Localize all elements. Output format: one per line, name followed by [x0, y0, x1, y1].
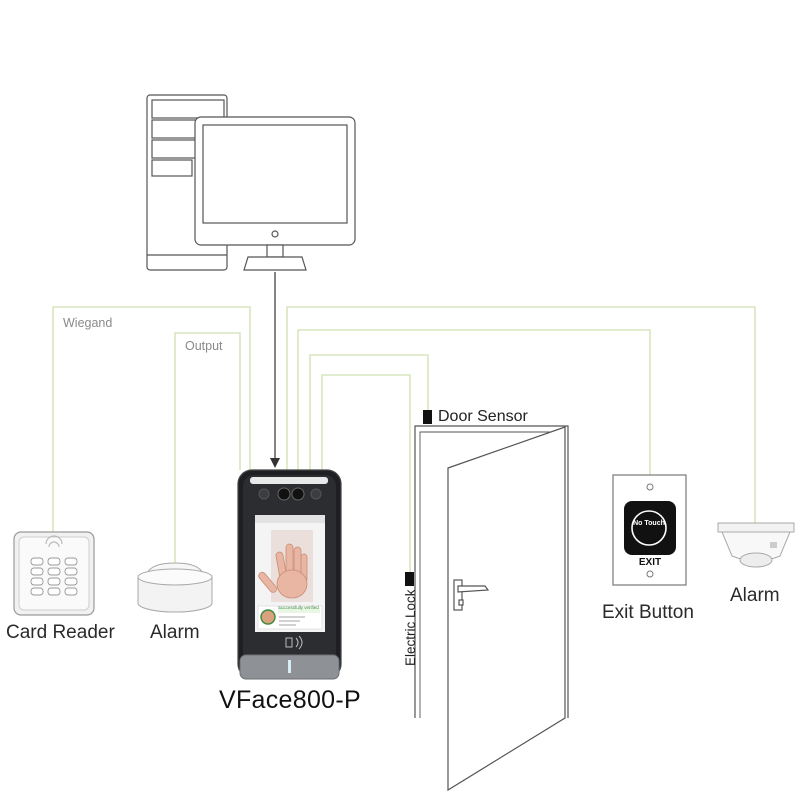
exit-button-wire: [297, 329, 651, 475]
exit-text: EXIT: [638, 557, 662, 568]
door-sensor-wire: [309, 354, 429, 470]
door-sensor-label: Door Sensor: [438, 408, 528, 425]
no-touch-text: No Touch: [633, 520, 665, 527]
computer-monitor: [194, 116, 356, 271]
network-link: [270, 272, 280, 468]
card-reader-device: [13, 531, 95, 616]
wiegand-wire: [52, 306, 251, 532]
card-reader-label: Card Reader: [6, 622, 115, 643]
electric-lock-label: Electric Lock: [403, 589, 418, 666]
alarm-right-label: Alarm: [730, 585, 780, 606]
alarm-output-device: [137, 562, 213, 613]
alarm-right-wire: [286, 306, 756, 524]
electric-lock-marker: [405, 572, 414, 586]
alarm-output-label: Alarm: [150, 622, 200, 643]
exit-button-device: [612, 474, 687, 586]
door-sensor-marker: [423, 410, 432, 424]
electric-lock-wire: [321, 374, 411, 572]
palm-image: [258, 530, 313, 602]
output-wire: [174, 332, 241, 563]
output-label: Output: [185, 339, 223, 353]
vface-device: [237, 469, 342, 680]
door: [414, 425, 569, 792]
device-model-label: VFace800-P: [219, 686, 361, 714]
wires: [52, 306, 756, 572]
exit-button-label: Exit Button: [602, 602, 694, 623]
screen-status-text: Successfully verified: [278, 605, 319, 610]
alarm-right-device: [717, 522, 795, 568]
wiegand-label: Wiegand: [63, 316, 113, 330]
